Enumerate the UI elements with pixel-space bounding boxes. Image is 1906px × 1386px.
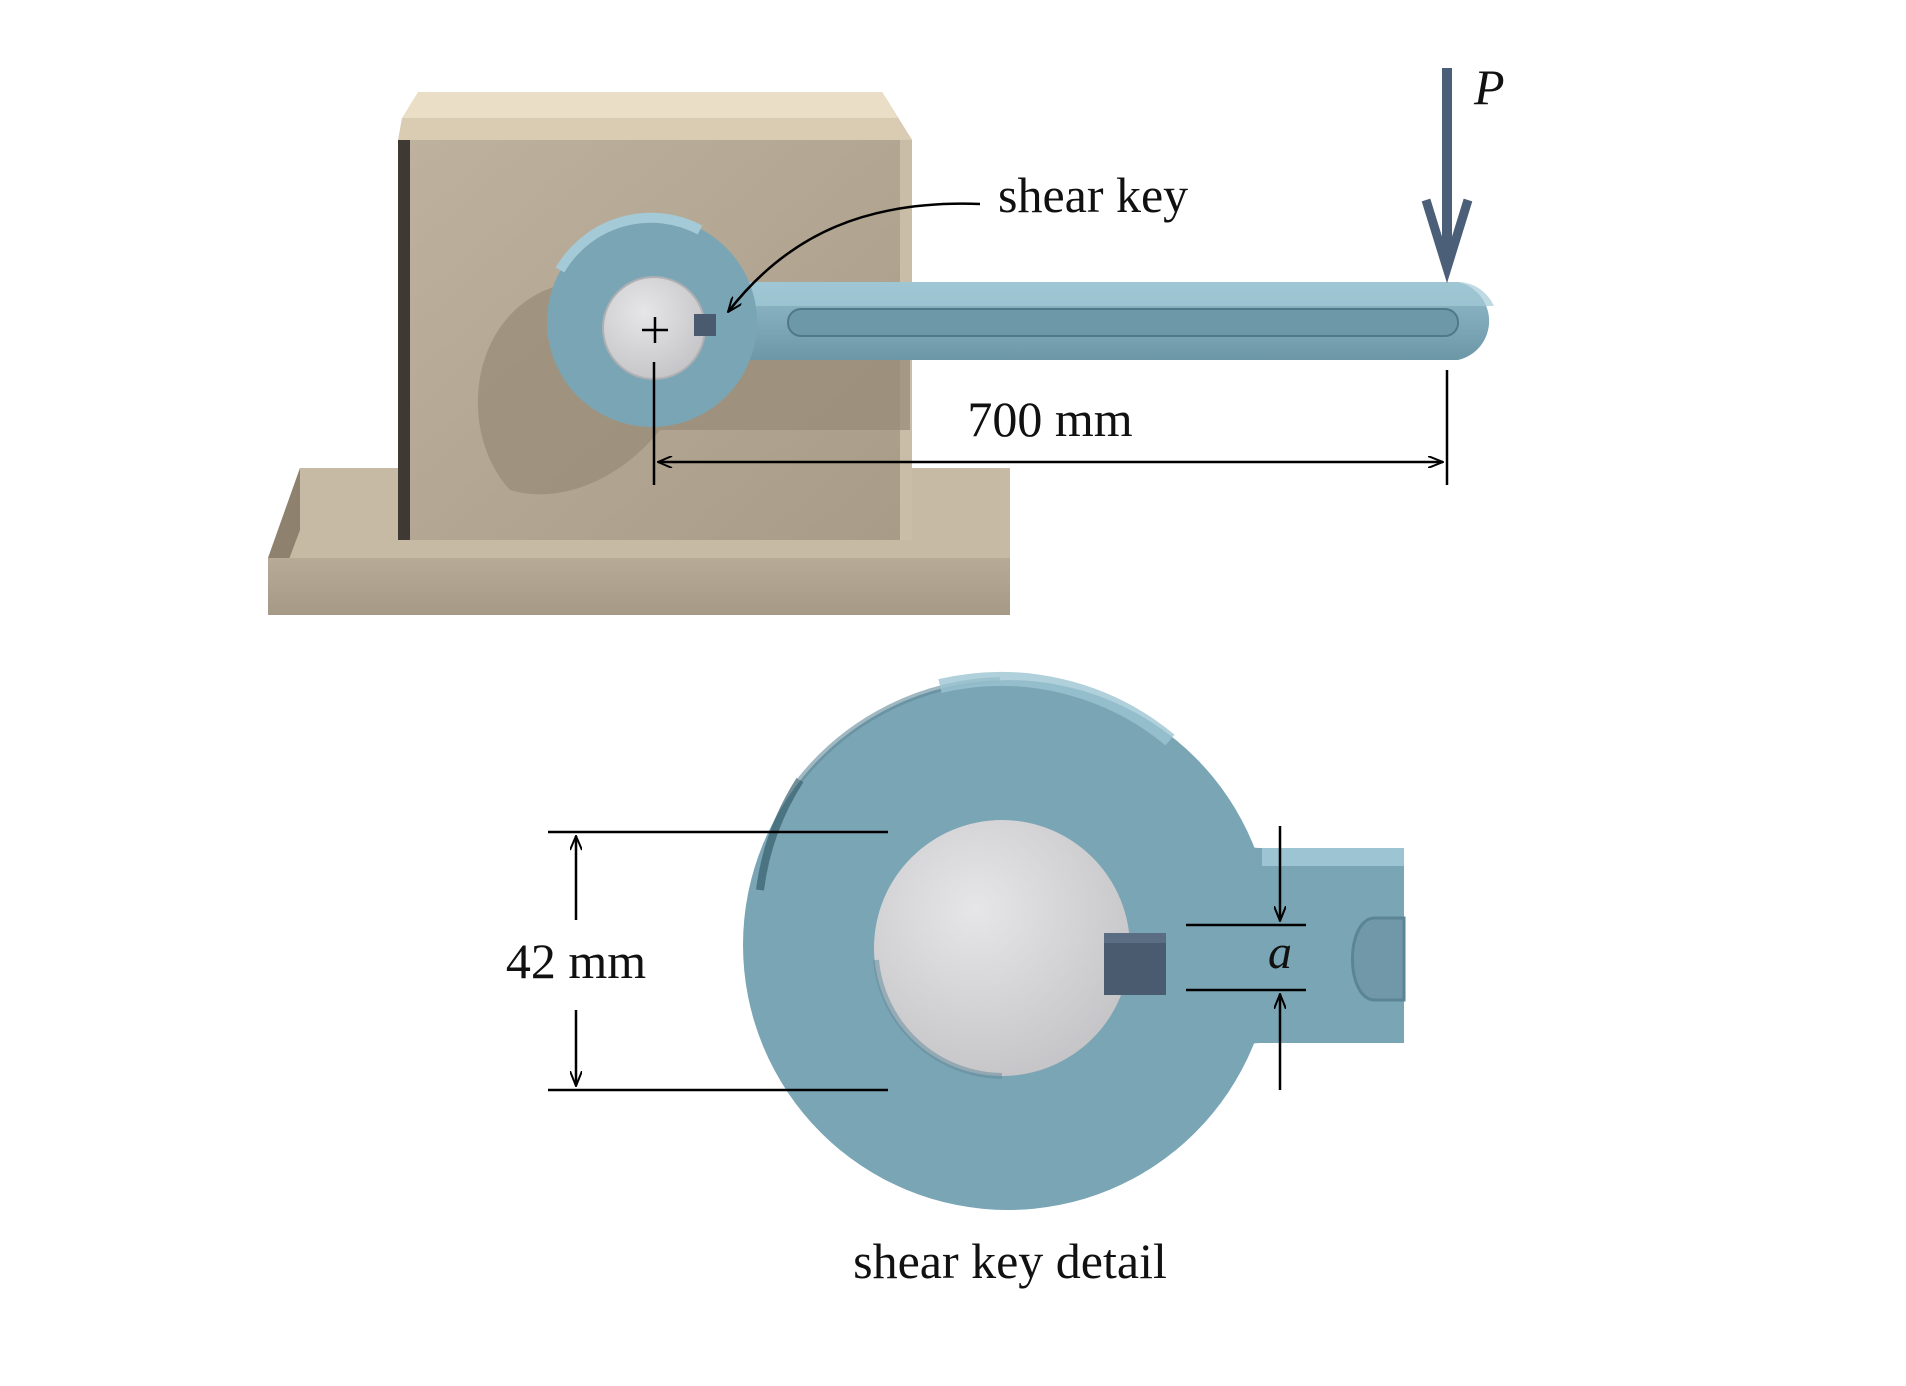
lever-length-dimension [652,362,1449,485]
detail-caption: shear key detail [853,1233,1167,1289]
lever-length-label: 700 mm [967,391,1132,447]
load-label: P [1473,59,1505,115]
shear-key-callout-label: shear key [998,167,1188,223]
shaft-diameter-label: 42 mm [506,933,646,989]
key-width-dimension [1186,826,1306,1090]
shear-key [694,314,716,336]
lever-slot [787,308,1459,337]
lever-arm [547,212,1494,427]
detail-shaft [874,820,1130,1076]
plus-icon [642,317,668,343]
shaft-diameter-dimension [548,830,888,1092]
shear-key-callout-leader [728,202,981,312]
shear-key-detail-view [743,671,1406,1210]
key-width-label: a [1268,926,1292,979]
detail-shear-key [1104,933,1166,995]
down-arrow-icon [1421,68,1473,284]
